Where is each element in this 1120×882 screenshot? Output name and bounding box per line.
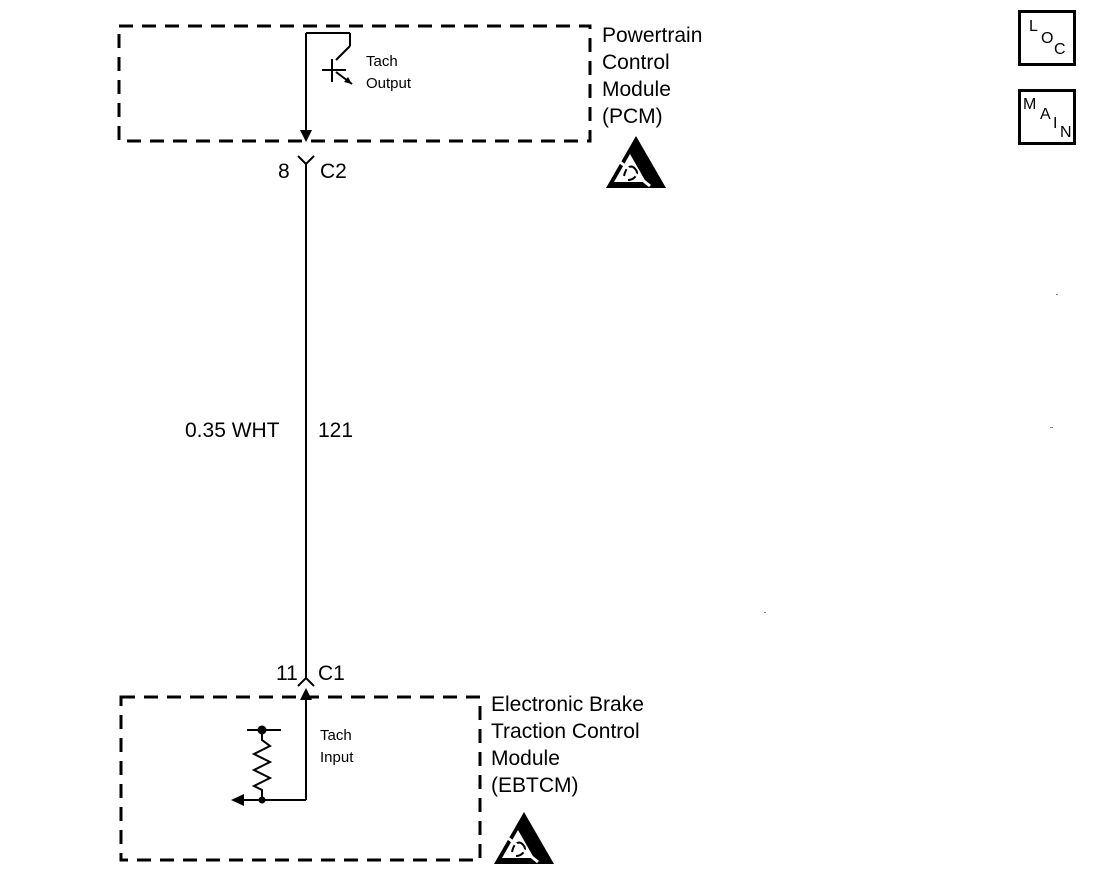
ebtcm-module: Tach Input: [119, 688, 482, 862]
pcm-connector-id: C2: [320, 160, 347, 183]
ebtcm-name-line-3: Module: [491, 747, 560, 770]
pcm-circuit-label-line-1: Tach: [366, 53, 398, 70]
pcm-name-line-3: Module: [602, 78, 671, 101]
ebtcm-name-line-4: (EBTCM): [491, 774, 579, 797]
ebtcm-module-boundary: [119, 695, 482, 862]
main-letter-i: I: [1053, 115, 1058, 132]
wire-circuit-number: 121: [318, 419, 353, 442]
ground-arrow-icon: [231, 794, 244, 806]
connector-c1-icon: [297, 676, 315, 687]
pcm-output-arrow-icon: [300, 130, 312, 142]
transistor-symbol-icon: [306, 32, 353, 85]
main-letter-n: N: [1060, 124, 1072, 141]
loc-letter-c: C: [1054, 41, 1066, 58]
loc-letter-l: L: [1029, 18, 1038, 35]
loc-letter-o: O: [1041, 30, 1054, 47]
pcm-esd-icon: [606, 136, 666, 188]
pcm-pin-number: 8: [278, 160, 290, 183]
main-letter-a: A: [1040, 106, 1051, 123]
pcm-circuit-label-line-2: Output: [366, 75, 412, 92]
pcm-name-line-1: Powertrain: [602, 24, 702, 47]
ebtcm-name-line-2: Traction Control: [491, 720, 640, 743]
ebtcm-input-arrow-icon: [300, 688, 312, 700]
ebtcm-name-line-1: Electronic Brake: [491, 693, 644, 716]
connector-c2-icon: [297, 155, 315, 166]
ebtcm-circuit-label-line-2: Input: [320, 749, 354, 766]
pcm-module-boundary: [117, 24, 592, 143]
ebtcm-pin-number: 11: [276, 662, 298, 685]
wire-gauge-color: 0.35 WHT: [185, 419, 280, 442]
main-letter-m: M: [1023, 96, 1037, 113]
location-button[interactable]: L O C: [1018, 10, 1076, 66]
scan-specks: [764, 294, 1058, 613]
ebtcm-circuit-label-line-1: Tach: [320, 727, 352, 744]
pcm-name-line-2: Control: [602, 51, 670, 74]
pcm-module: Tach Output: [117, 24, 592, 143]
ebtcm-connector-id: C1: [318, 662, 345, 685]
pcm-name-line-4: (PCM): [602, 105, 663, 128]
main-button[interactable]: M A I N: [1018, 89, 1076, 145]
resistor-icon: [247, 725, 281, 800]
ebtcm-esd-icon: [494, 812, 554, 864]
